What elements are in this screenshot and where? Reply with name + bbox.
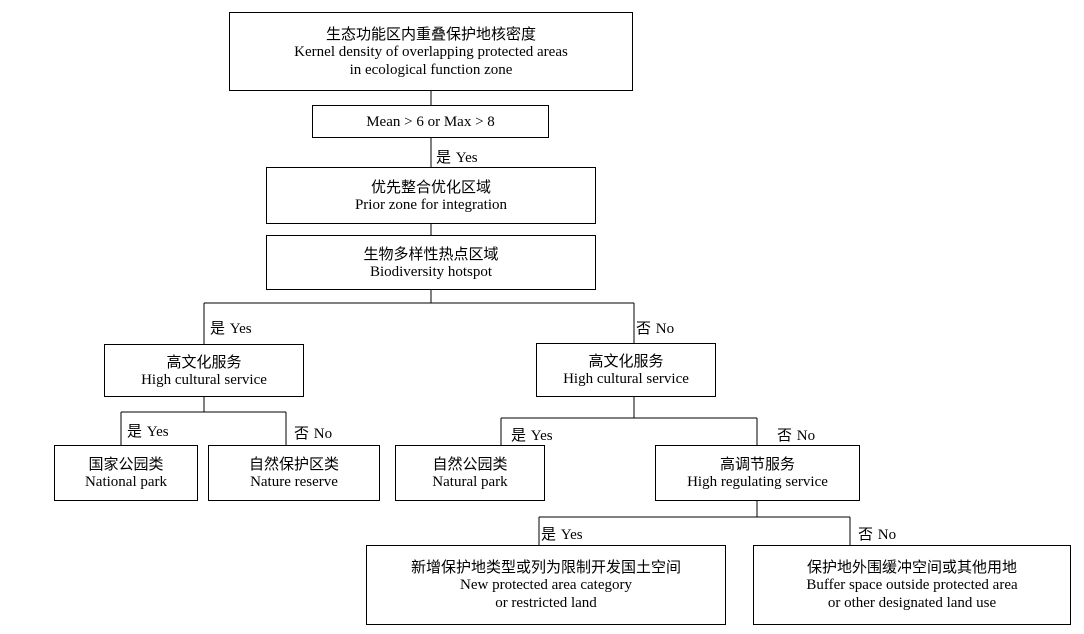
yes-en: Yes — [229, 321, 252, 337]
yes-en: Yes — [455, 150, 478, 166]
high-reg-en: High regulating service — [687, 474, 828, 490]
yes-zh: 是 — [210, 319, 226, 337]
nature-reserve-zh: 自然保护区类 — [248, 455, 339, 473]
no-zh: 否 — [636, 319, 652, 337]
no-zh: 否 — [777, 426, 793, 444]
label-yes-high-reg: 是 Yes — [541, 523, 583, 544]
yes-zh: 是 — [511, 426, 527, 444]
no-zh: 否 — [858, 525, 874, 543]
nature-reserve-en: Nature reserve — [250, 474, 338, 490]
buffer-en-line2: or other designated land use — [827, 595, 997, 611]
new-pa-zh: 新增保护地类型或列为限制开发国土空间 — [410, 558, 681, 576]
high-reg-zh: 高调节服务 — [719, 455, 795, 473]
natural-park-en: Natural park — [432, 474, 508, 490]
new-pa-node: 新增保护地类型或列为限制开发国土空间 New protected area ca… — [366, 545, 726, 625]
nature-reserve-node: 自然保护区类 Nature reserve — [208, 445, 380, 501]
national-park-en: National park — [84, 474, 168, 490]
priority-zh: 优先整合优化区域 — [370, 177, 491, 196]
condition-text: Mean > 6 or Max > 8 — [366, 113, 495, 130]
no-en: No — [796, 428, 816, 444]
root-node-en-line1: Kernel density of overlapping protected … — [294, 43, 568, 60]
hcs-right-node: 高文化服务 High cultural service — [536, 343, 716, 397]
label-yes-condition: 是 Yes — [436, 146, 478, 167]
hcs-left-node: 高文化服务 High cultural service — [104, 344, 304, 397]
hcs-left-en: High cultural service — [141, 371, 267, 388]
national-park-node: 国家公园类 National park — [54, 445, 198, 501]
buffer-node: 保护地外围缓冲空间或其他用地 Buffer space outside prot… — [753, 545, 1071, 625]
label-yes-hcs-left: 是 Yes — [127, 420, 169, 441]
priority-node: 优先整合优化区域 Prior zone for integration — [266, 167, 596, 224]
hotspot-en: Biodiversity hotspot — [369, 263, 493, 280]
no-en: No — [655, 321, 675, 337]
label-yes-hotspot: 是 Yes — [210, 317, 252, 338]
hcs-right-en: High cultural service — [563, 371, 689, 387]
high-reg-node: 高调节服务 High regulating service — [655, 445, 860, 501]
yes-en: Yes — [146, 424, 169, 440]
yes-en: Yes — [560, 527, 583, 543]
natural-park-zh: 自然公园类 — [432, 455, 508, 473]
no-zh: 否 — [294, 424, 310, 442]
root-node-en-line2: in ecological function zone — [349, 61, 513, 78]
root-node-zh: 生态功能区内重叠保护地核密度 — [325, 24, 536, 43]
label-no-hcs-right: 否 No — [777, 424, 815, 445]
yes-zh: 是 — [127, 422, 143, 440]
label-no-hcs-left: 否 No — [294, 422, 332, 443]
new-pa-en-line1: New protected area category — [460, 577, 632, 593]
yes-en: Yes — [530, 428, 553, 444]
hcs-left-zh: 高文化服务 — [166, 352, 242, 371]
label-no-high-reg: 否 No — [858, 523, 896, 544]
yes-zh: 是 — [436, 148, 452, 166]
hotspot-node: 生物多样性热点区域 Biodiversity hotspot — [266, 235, 596, 290]
yes-zh: 是 — [541, 525, 557, 543]
buffer-zh: 保护地外围缓冲空间或其他用地 — [806, 558, 1017, 576]
national-park-zh: 国家公园类 — [88, 455, 164, 473]
root-node: 生态功能区内重叠保护地核密度 Kernel density of overlap… — [229, 12, 633, 91]
label-yes-hcs-right: 是 Yes — [511, 424, 553, 445]
no-en: No — [313, 426, 333, 442]
hcs-right-zh: 高文化服务 — [588, 352, 664, 370]
buffer-en-line1: Buffer space outside protected area — [806, 577, 1018, 593]
no-en: No — [877, 527, 897, 543]
condition-node: Mean > 6 or Max > 8 — [312, 105, 549, 138]
natural-park-node: 自然公园类 Natural park — [395, 445, 545, 501]
priority-en: Prior zone for integration — [354, 196, 508, 213]
hotspot-zh: 生物多样性热点区域 — [363, 244, 499, 263]
label-no-hotspot: 否 No — [636, 317, 674, 338]
new-pa-en-line2: or restricted land — [495, 595, 597, 611]
